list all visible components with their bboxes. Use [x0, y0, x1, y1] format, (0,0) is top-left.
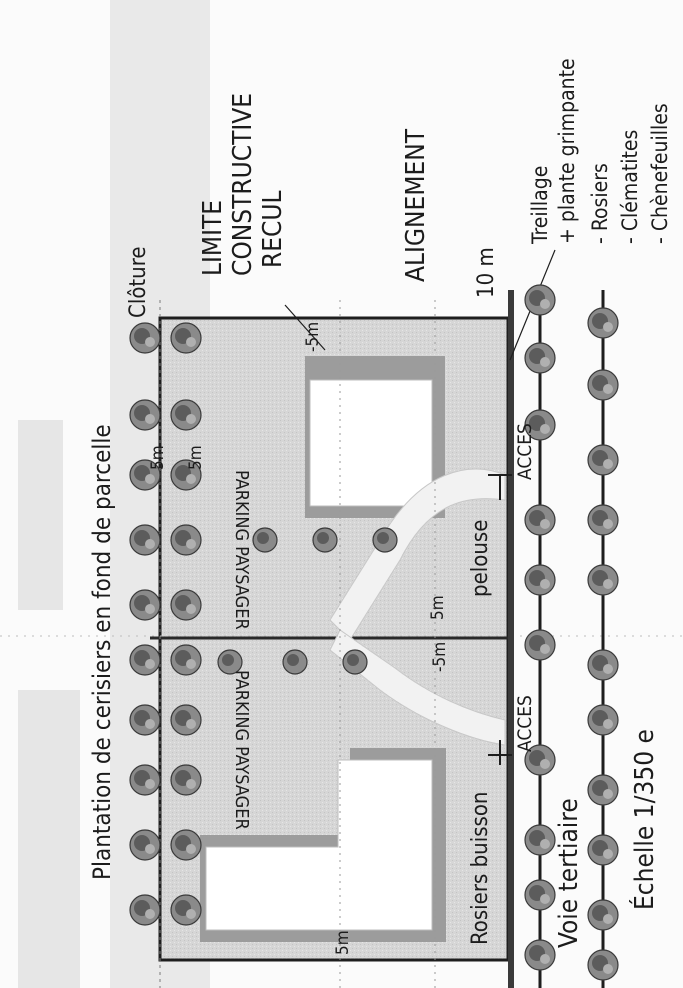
building-1: [309, 379, 433, 507]
dim-5m-c: 5m: [428, 595, 448, 620]
dim-5m-f: -5m: [430, 641, 450, 672]
dim-5m-g: 5m: [333, 930, 353, 955]
acces-label-1: ACCES: [514, 423, 536, 480]
dim-5m-a: 5m: [148, 445, 168, 470]
dim-5m-b: 5m: [186, 445, 206, 470]
plante-grimpante-label: + plante grimpante: [555, 58, 579, 244]
plantation-label: Plantation de cerisiers en fond de parce…: [88, 424, 116, 880]
alignement-label: ALIGNEMENT: [401, 128, 431, 282]
parking-label-1: PARKING PAYSAGER: [231, 470, 252, 630]
dim-5m-e: -5m: [303, 321, 323, 352]
recul-label: RECUL: [258, 190, 288, 268]
recul-leader: [284, 304, 326, 351]
ten-m-label: 10 m: [474, 247, 499, 298]
treillage-label: Treillage: [528, 165, 552, 244]
voie-tertiaire-label: Voie tertiaire: [554, 798, 584, 948]
scale-label: Échelle 1/350 e: [630, 729, 660, 910]
access-path-1: [329, 468, 506, 641]
pelouse-label: pelouse: [468, 519, 493, 597]
neighbour-building-1: [18, 420, 63, 610]
neighbour-building-2: [18, 690, 80, 988]
rosiers-label: - Rosiers: [588, 163, 612, 244]
rosiers-buisson-label: Rosiers buisson: [468, 791, 493, 945]
clematites-label: - Clématites: [618, 129, 642, 244]
parking-label-2: PARKING PAYSAGER: [231, 670, 252, 830]
limite-label-1: LIMITE: [198, 199, 228, 276]
building-2: [205, 759, 433, 931]
acces-label-2: ACCES: [514, 695, 536, 752]
cloture-label: Clôture: [126, 246, 151, 318]
street-edge: [508, 290, 514, 988]
limite-label-2: CONSTRUCTIVE: [228, 92, 258, 276]
chevrefeuilles-label: - Chènefeuilles: [648, 103, 672, 244]
